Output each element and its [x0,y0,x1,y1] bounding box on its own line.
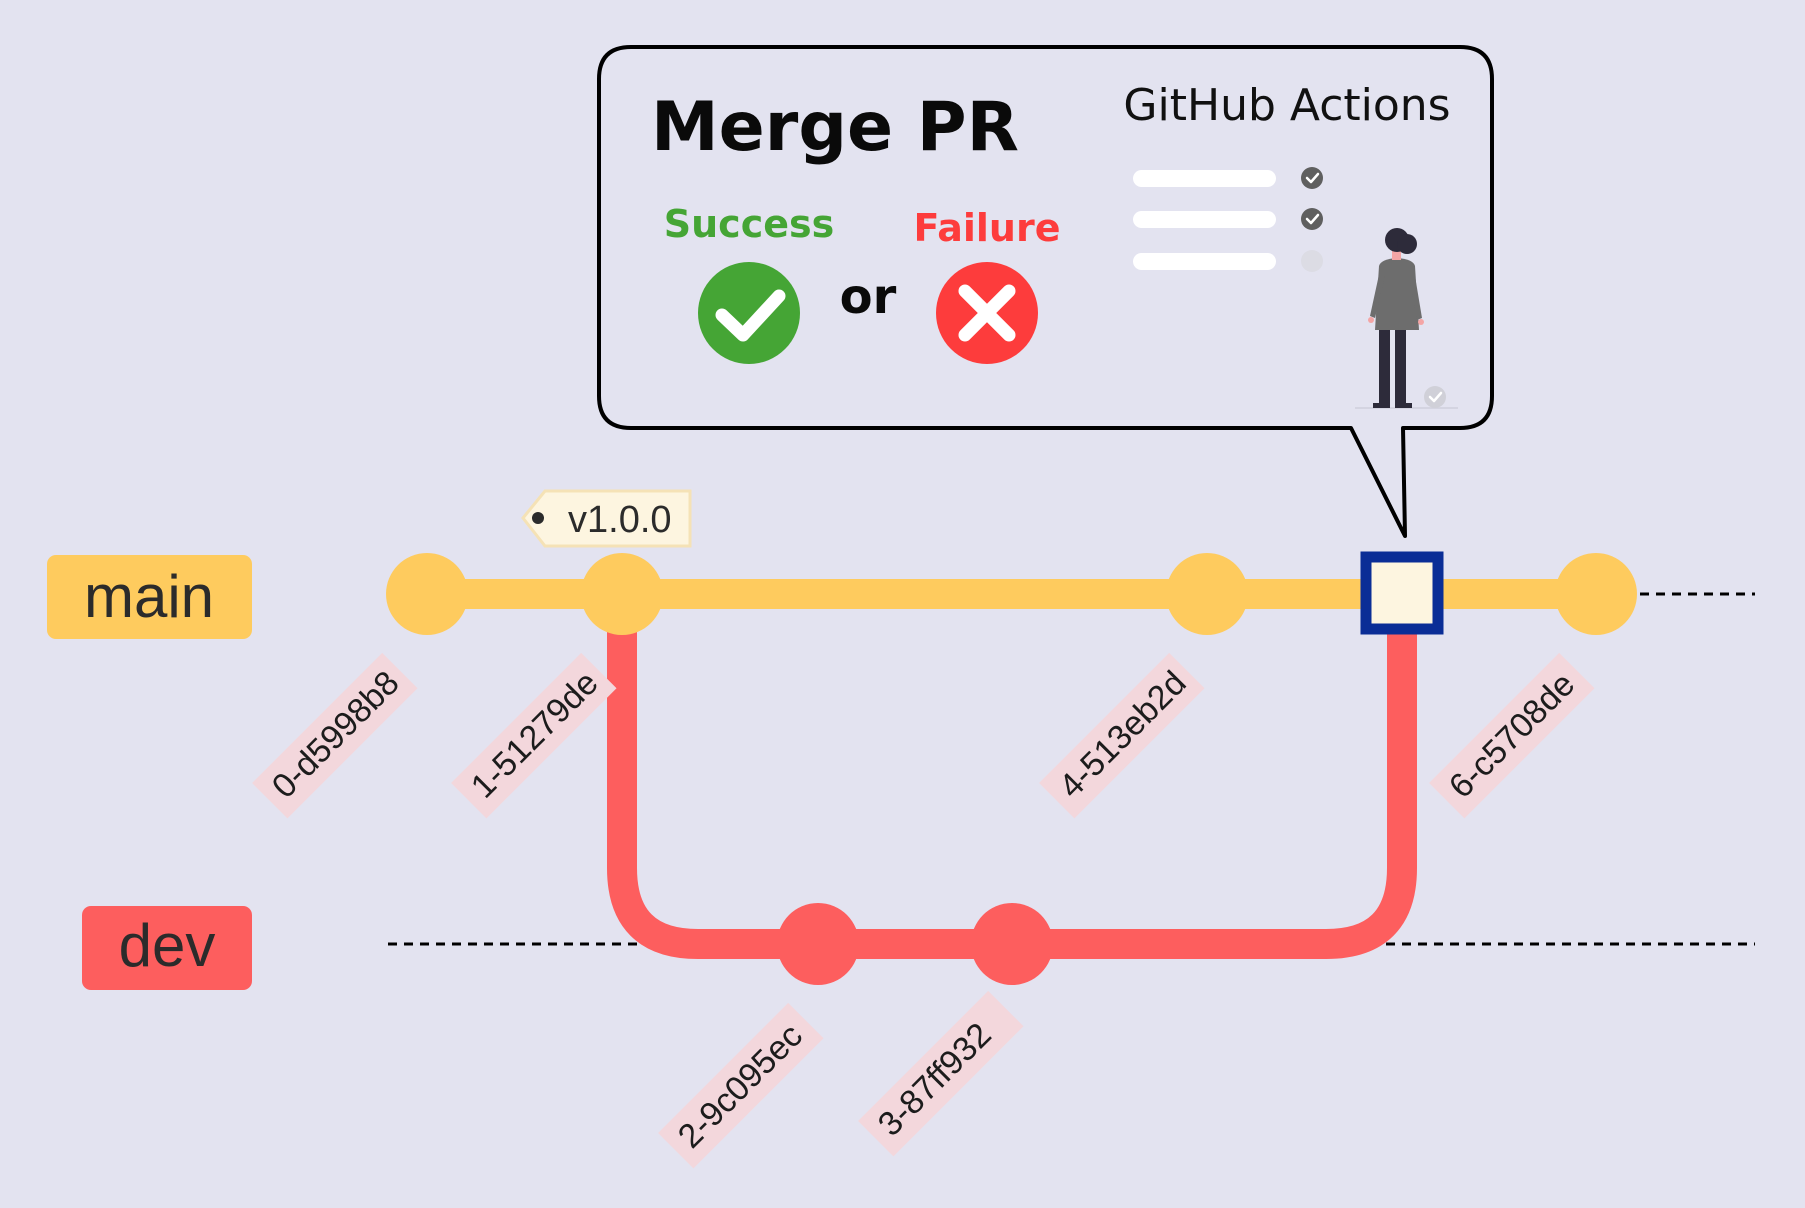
tag-hole [532,512,544,524]
success-label: Success [664,202,834,246]
branch-label-dev-text: dev [119,912,216,979]
success-check-icon [698,262,800,364]
branch-label-main-text: main [84,563,214,630]
actions-checklist [1133,167,1323,272]
commit-label-4-text: 4-513eb2d [1052,664,1194,806]
commit-label-0: 0-d5998b8 [252,652,418,819]
version-tag-label: v1.0.0 [568,499,672,541]
check-icon [1301,208,1323,230]
commit-label-4: 4-513eb2d [1039,652,1205,819]
commit-label-0-text: 0-d5998b8 [265,664,407,806]
version-tag: v1.0.0 [521,489,692,548]
commit-label-3: 3-87ff932 [858,990,1024,1157]
checklist-item-3 [1133,250,1323,272]
failure-x-icon [936,262,1038,364]
commit-label-2-text: 2-9c095ec [671,1017,810,1156]
commit-label-6: 6-c5708de [1429,652,1595,819]
commit-node-3[interactable] [971,903,1053,985]
github-actions-label: GitHub Actions [1123,80,1450,131]
branch-label-dev: dev [82,906,252,990]
commit-node-1[interactable] [581,553,663,635]
commit-label-6-text: 6-c5708de [1442,665,1582,805]
merge-commit-node[interactable] [1360,551,1444,635]
commit-label-1: 1-51279de [451,652,617,819]
commit-node-0[interactable] [386,553,468,635]
callout-bubble: Merge PR Success or Failure GitHub Actio… [597,45,1494,538]
unchecked-icon [1301,250,1323,272]
commit-label-2: 2-9c095ec [658,1002,824,1169]
commit-label-1-text: 1-51279de [464,664,606,806]
commit-node-4[interactable] [1166,553,1248,635]
check-icon [1301,167,1323,189]
or-label: or [840,269,897,325]
commit-node-6[interactable] [1555,553,1637,635]
checklist-item-2 [1133,208,1323,230]
failure-label: Failure [914,206,1061,250]
commit-node-2[interactable] [777,903,859,985]
checklist-item-1 [1133,167,1323,189]
callout-title: Merge PR [651,88,1019,167]
dev-branch-line [607,594,1417,959]
person-illustration [1355,228,1458,409]
commit-label-3-text: 3-87ff932 [871,1016,999,1144]
branch-label-main: main [47,555,252,639]
